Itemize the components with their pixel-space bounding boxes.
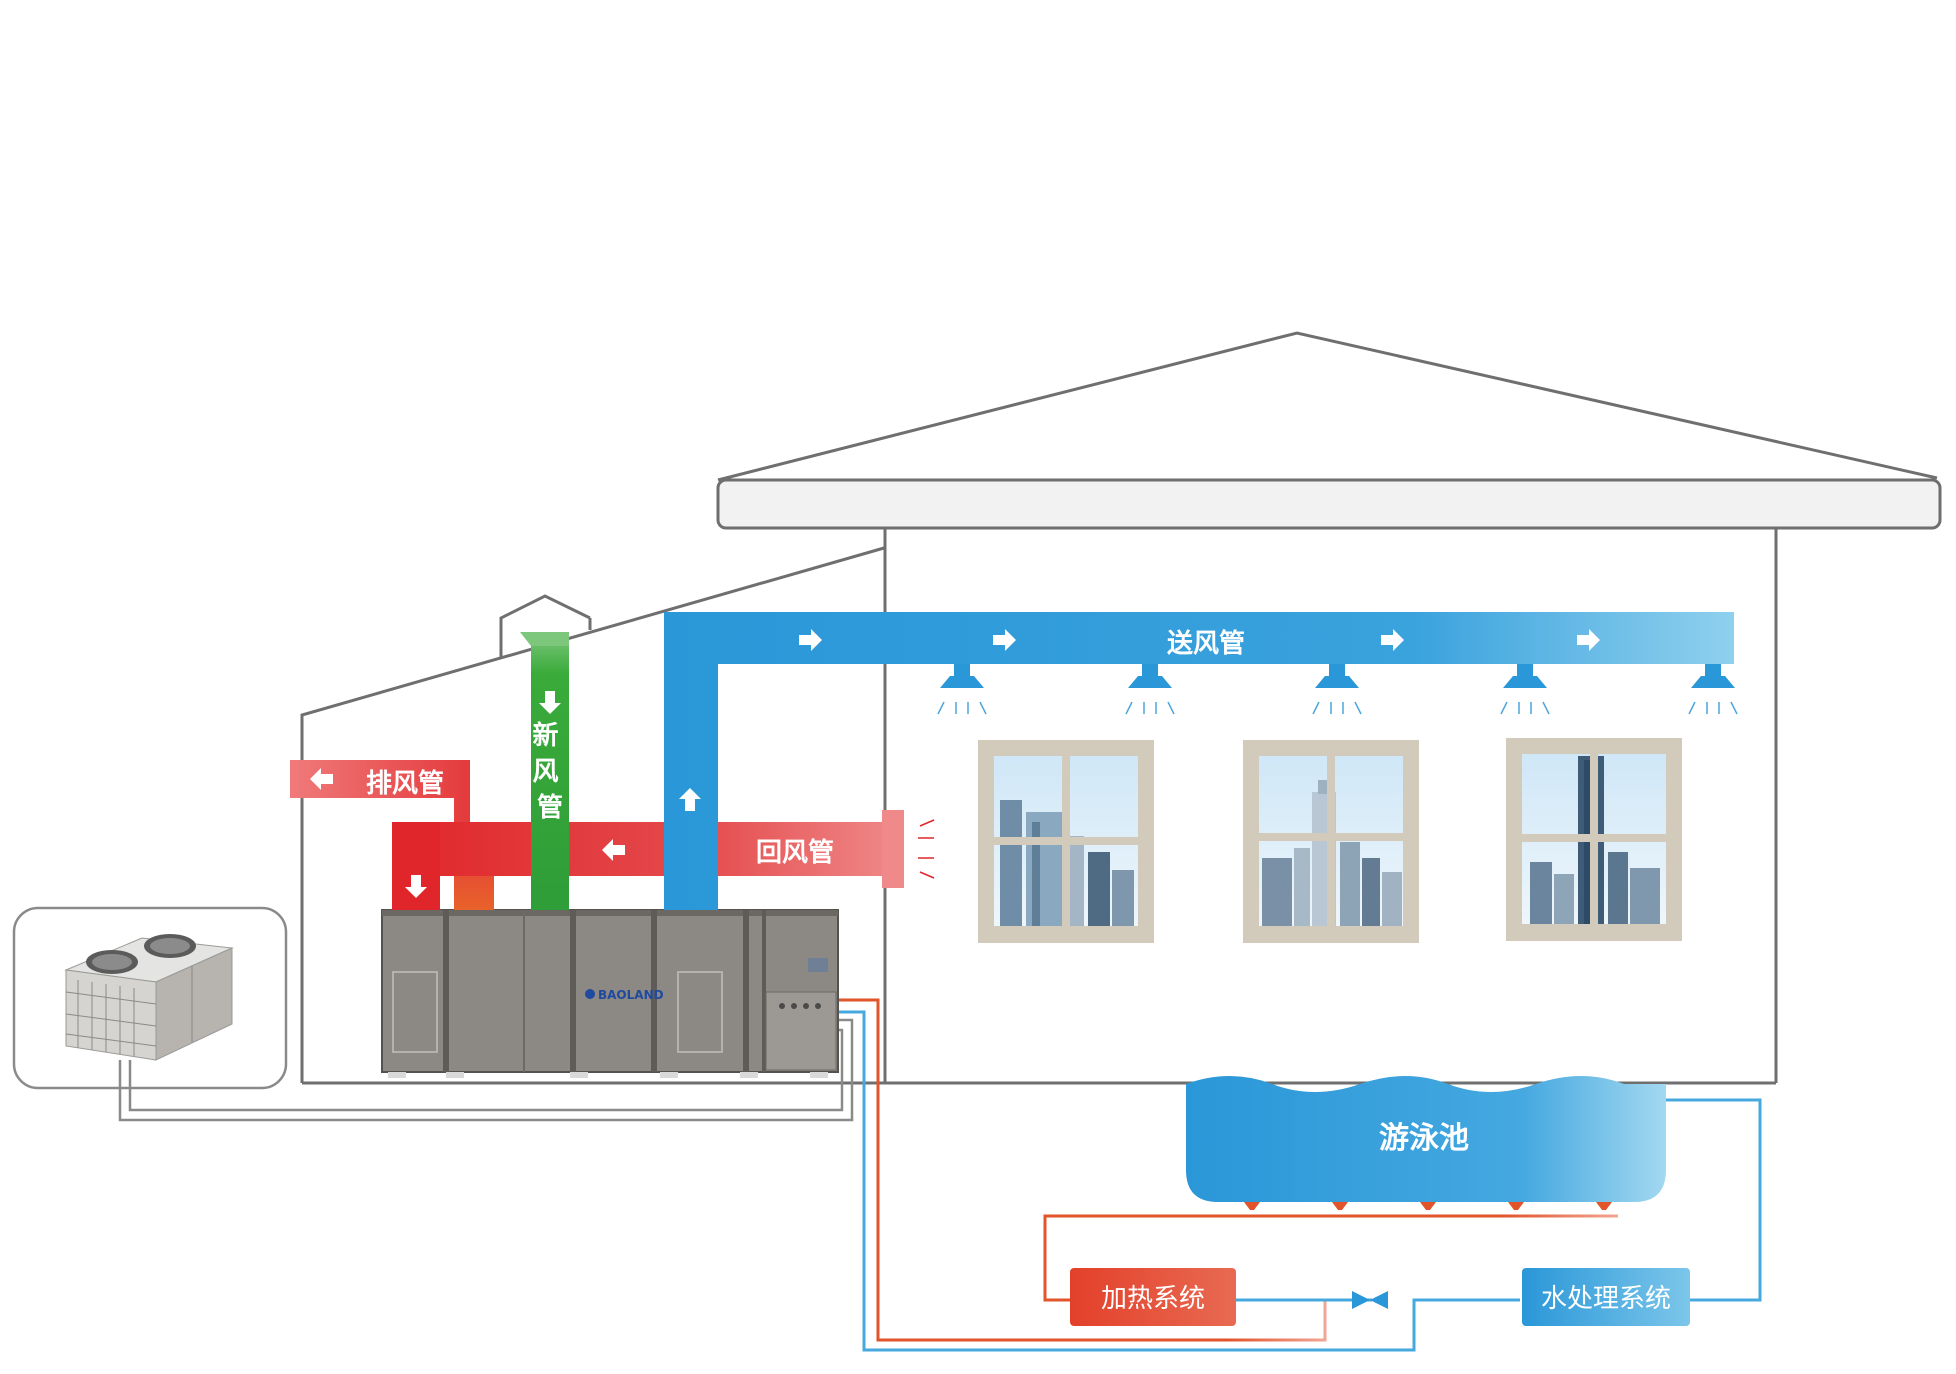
- window-3: [1506, 738, 1682, 941]
- window-2: [1243, 740, 1419, 943]
- supply-air-duct: [664, 612, 1734, 910]
- air-diffuser-icon: [1688, 664, 1738, 715]
- air-diffuser-icon: [1500, 664, 1550, 715]
- pool-nozzles: [1244, 1202, 1612, 1210]
- hot-water-pipes: [836, 998, 1618, 1342]
- swimming-pool: [1186, 1076, 1666, 1210]
- refrigerant-pipes: [118, 1018, 854, 1122]
- air-handling-unit: BAOLAND: [381, 909, 839, 1078]
- pool-label: 游泳池: [1379, 1121, 1469, 1156]
- air-diffuser-icon: [1312, 664, 1362, 715]
- water-treatment-box: [1522, 1268, 1690, 1326]
- return-air-inflow-arrows: [918, 819, 935, 879]
- roof-eave: [716, 478, 1942, 530]
- window-1: [978, 740, 1154, 943]
- fresh-air-duct: [520, 632, 569, 910]
- return-air-duct: [392, 810, 935, 910]
- water-treatment-label: 水处理系统: [1541, 1284, 1671, 1314]
- air-diffuser-icon: [1125, 664, 1175, 715]
- brand-logo: BAOLAND: [585, 988, 664, 1002]
- condenser-unit-icon: [12, 906, 288, 1090]
- fresh-air-duct-label: 新 风 管: [532, 720, 567, 823]
- exhaust-duct-label: 排风管: [366, 769, 444, 799]
- svg-text:BAOLAND: BAOLAND: [598, 988, 664, 1002]
- cold-water-pipes: [836, 1010, 1762, 1352]
- heating-system-box: [1070, 1268, 1236, 1326]
- heating-system-label: 加热系统: [1101, 1284, 1205, 1314]
- return-air-duct-label: 回风管: [756, 838, 834, 868]
- air-diffuser-icon: [937, 664, 987, 715]
- supply-air-duct-label: 送风管: [1167, 629, 1245, 659]
- valve-icon: [1352, 1291, 1388, 1309]
